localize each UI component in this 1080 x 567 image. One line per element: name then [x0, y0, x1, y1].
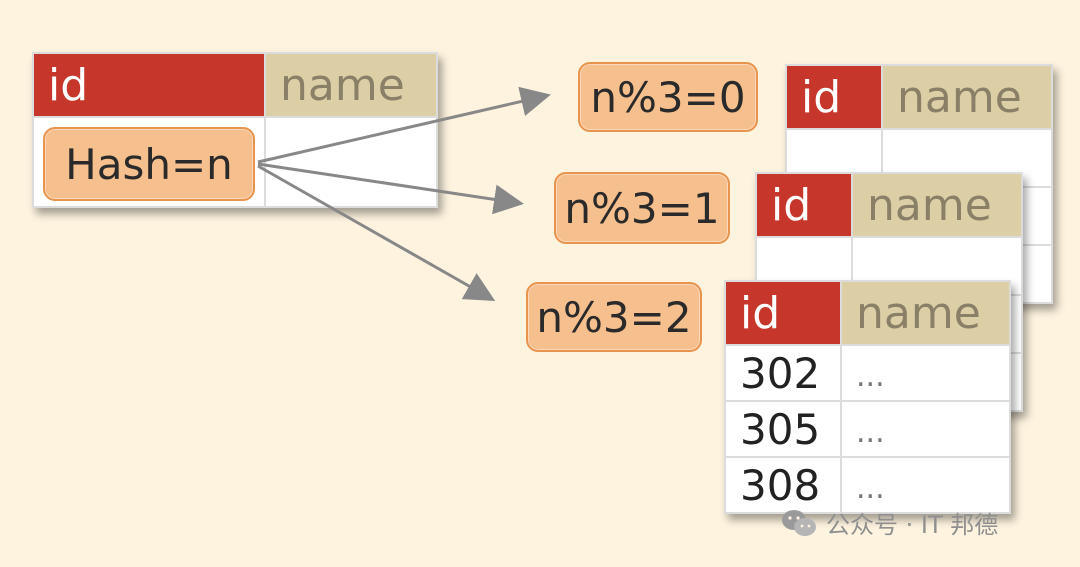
partition-2-row-name: ...: [840, 456, 1011, 514]
partition-2-pill: n%3=2: [526, 282, 702, 352]
partition-0-id-header: id: [785, 64, 883, 130]
arrow-to-partition-0: [257, 86, 551, 164]
wechat-icon: [782, 509, 816, 536]
partition-1-pill: n%3=1: [554, 172, 730, 244]
partition-2-row-id: 302: [724, 344, 842, 402]
partition-2-row-name: ...: [840, 400, 1011, 458]
source-name-cell: [264, 116, 438, 208]
partition-0-name-header: name: [881, 64, 1053, 130]
arrow-to-partition-2: [257, 164, 496, 301]
partition-2-row-name: ...: [840, 344, 1011, 402]
source-id-header: id: [32, 52, 266, 118]
partition-1-id-header: id: [755, 172, 853, 238]
hash-pill: Hash=n: [43, 127, 255, 201]
watermark: 公众号 · IT 邦德: [780, 505, 998, 540]
partition-1-name-header: name: [851, 172, 1023, 238]
partition-2-name-header: name: [840, 280, 1011, 346]
source-name-header: name: [264, 52, 438, 118]
partition-0-pill: n%3=0: [578, 62, 758, 132]
watermark-text: 公众号 · IT 邦德: [826, 511, 999, 539]
arrow-to-partition-1: [257, 162, 524, 215]
partition-2-row-id: 305: [724, 400, 842, 458]
partition-2-table: id name 302 ... 305 ... 308 ...: [724, 280, 1011, 514]
partition-2-id-header: id: [724, 280, 842, 346]
partition-2-row-id: 308: [724, 456, 842, 514]
